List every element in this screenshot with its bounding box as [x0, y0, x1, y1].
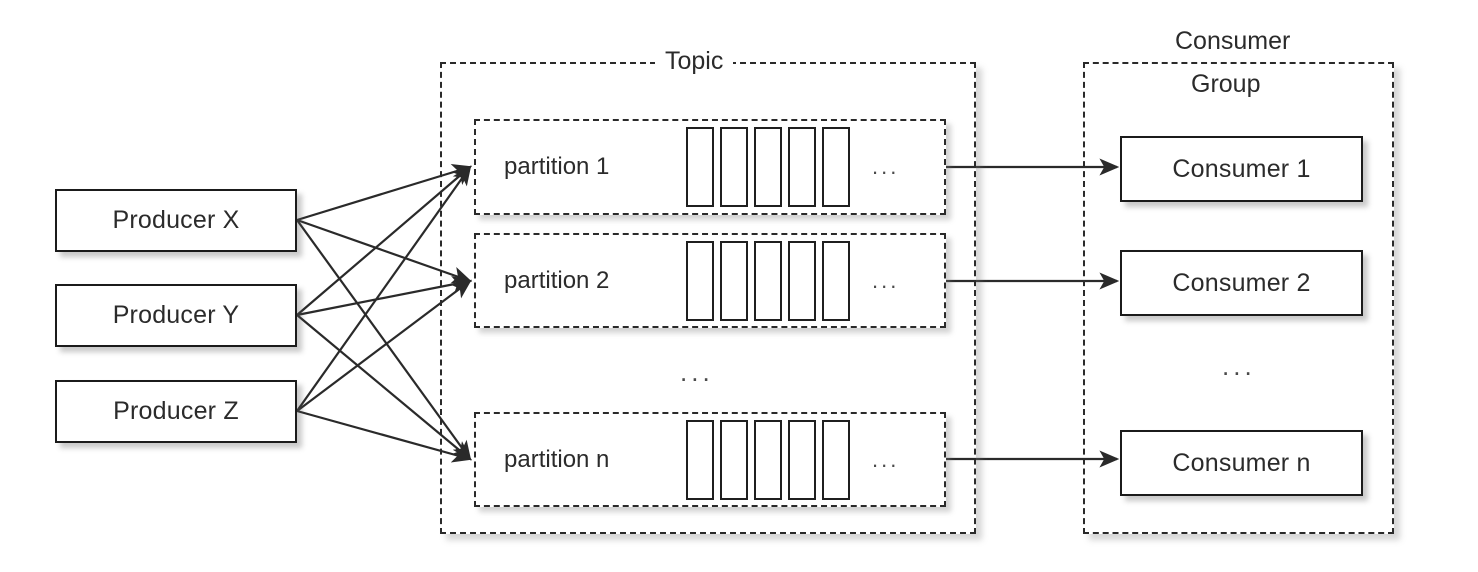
message-cell [720, 240, 748, 321]
message-cell [686, 240, 714, 321]
message-cell [754, 127, 782, 207]
partition-box-n[interactable]: partition n ... [474, 412, 946, 507]
consumer-group-label-line1: Consumer [1163, 27, 1303, 56]
producer-label: Producer X [112, 206, 240, 234]
message-cell [822, 240, 850, 321]
message-strip: ... [686, 240, 900, 321]
messages-ellipsis: ... [872, 267, 900, 293]
consumers-ellipsis: ... [1222, 351, 1256, 381]
producer-label: Producer Z [113, 397, 239, 425]
message-cell [720, 419, 748, 500]
message-cell [822, 419, 850, 500]
consumer-box-2[interactable]: Consumer 2 [1120, 250, 1363, 316]
message-strip: ... [686, 127, 899, 207]
consumer-label: Consumer 1 [1172, 154, 1311, 183]
producer-box-z[interactable]: Producer Z [55, 380, 297, 443]
partition-label: partition 2 [504, 266, 610, 294]
message-cell [788, 240, 816, 321]
partitions-ellipsis: ... [680, 357, 714, 387]
partition-box-1[interactable]: partition 1 ... [474, 119, 946, 215]
consumer-group-container [1083, 62, 1394, 534]
messages-ellipsis: ... [872, 446, 900, 472]
message-cell [754, 240, 782, 321]
topic-label: Topic [655, 47, 734, 76]
partition-label: partition n [504, 445, 610, 473]
message-cell [822, 127, 850, 207]
producer-label: Producer Y [112, 301, 240, 329]
message-cell [754, 419, 782, 500]
message-cell [788, 419, 816, 500]
messages-ellipsis: ... [872, 154, 900, 179]
consumer-group-label-line2: Group [1191, 70, 1261, 98]
producer-box-x[interactable]: Producer X [55, 189, 297, 252]
message-strip: ... [686, 419, 900, 500]
message-cell [686, 419, 714, 500]
partition-label: partition 1 [504, 153, 610, 180]
message-cell [788, 127, 816, 207]
partition-box-2[interactable]: partition 2 ... [474, 233, 946, 328]
message-cell [720, 127, 748, 207]
consumer-label: Consumer 2 [1172, 268, 1311, 297]
consumer-label: Consumer n [1172, 448, 1311, 477]
consumer-box-n[interactable]: Consumer n [1120, 430, 1363, 496]
consumer-box-1[interactable]: Consumer 1 [1120, 136, 1363, 202]
message-cell [686, 127, 714, 207]
producer-box-y[interactable]: Producer Y [55, 284, 297, 347]
